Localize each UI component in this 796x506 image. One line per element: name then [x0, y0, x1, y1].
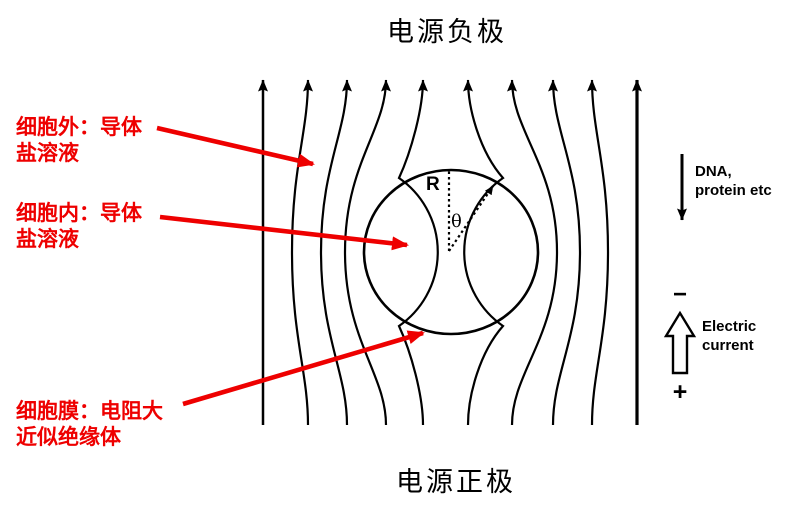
electric-current-arrow: [663, 310, 697, 375]
extracellular-label-line2: 盐溶液: [16, 140, 79, 165]
membrane-label: 细胞膜：电阻大 近似绝缘体: [16, 398, 163, 450]
field-line: [548, 79, 582, 426]
power-positive-title: 电源正极: [396, 467, 516, 498]
field-line: [507, 79, 559, 426]
electric-current-label: Electric current: [702, 317, 756, 355]
field-line-hugging-right: [463, 79, 505, 426]
field-line: [587, 79, 610, 426]
extracellular-arrow: [156, 125, 315, 168]
intracellular-label: 细胞内：导体 盐溶液: [16, 200, 142, 252]
power-negative-title: 电源负极: [387, 17, 507, 48]
dna-label-line1: DNA,: [695, 163, 732, 180]
minus-sign: −: [672, 281, 687, 308]
intracellular-label-line2: 盐溶液: [16, 226, 79, 251]
theta-radius-arrow: [448, 185, 494, 252]
radius-label: R: [426, 174, 440, 195]
electric-current-label-line1: Electric: [702, 318, 757, 335]
extracellular-label-line1: 细胞外：导体: [16, 114, 142, 139]
angle-label: θ: [451, 211, 462, 232]
field-line-hugging-left: [397, 79, 439, 426]
intracellular-arrow: [159, 214, 409, 251]
intracellular-label-line1: 细胞内：导体: [16, 200, 142, 225]
field-line: [319, 79, 352, 426]
field-line: [343, 79, 391, 426]
extracellular-label: 细胞外：导体 盐溶液: [16, 114, 142, 166]
membrane-arrow: [182, 330, 425, 407]
membrane-label-line1: 细胞膜：电阻大: [16, 398, 163, 423]
dna-label: DNA, protein etc: [695, 162, 772, 200]
cell-membrane-circle: [362, 168, 540, 336]
annotation-arrows: [156, 125, 425, 407]
field-lines: [258, 79, 642, 426]
electric-current-label-line2: current: [702, 337, 754, 354]
plus-sign: +: [672, 378, 688, 406]
membrane-label-line2: 近似绝缘体: [16, 424, 121, 449]
dna-label-line2: protein etc: [695, 182, 772, 199]
field-line: [290, 79, 313, 426]
